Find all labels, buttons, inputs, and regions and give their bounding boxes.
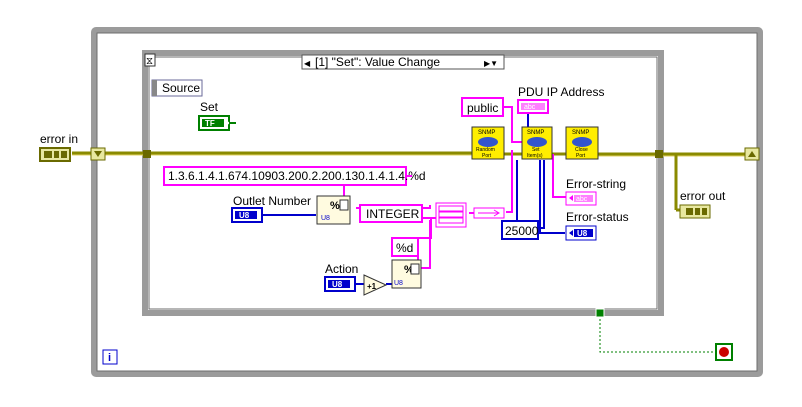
oid-format-constant[interactable]: 1.3.6.1.4.1.674.10903.200.2.200.130.1.4.… xyxy=(163,166,426,186)
action-label: Action xyxy=(325,262,358,276)
community-text: public xyxy=(467,101,498,115)
timeout-text: 25000 xyxy=(505,224,539,238)
set-boolean-terminal[interactable]: TF xyxy=(198,115,230,131)
format-2-percent: % xyxy=(404,264,414,276)
error-out-indicator[interactable]: error out xyxy=(679,189,726,219)
integer-text: INTEGER xyxy=(366,207,420,221)
percent-d-text: %d xyxy=(396,241,413,255)
error-string-abc-text: abc xyxy=(576,196,588,203)
event-tunnel-left[interactable] xyxy=(143,150,151,158)
outlet-number-terminal[interactable]: U8 xyxy=(231,207,263,223)
error-status-label: Error-status xyxy=(566,210,629,224)
bundle-node[interactable] xyxy=(435,202,467,228)
shift-register-left[interactable] xyxy=(90,147,106,161)
action-terminal[interactable]: U8 xyxy=(324,276,356,292)
while-loop-frame[interactable] xyxy=(91,27,763,377)
increment-node[interactable]: +1 xyxy=(363,274,388,296)
set-items-line-3: Item(s) xyxy=(527,153,543,159)
info-icon: i xyxy=(108,352,111,364)
error-status-u8-text: U8 xyxy=(577,229,588,238)
error-status-indicator[interactable]: U8 xyxy=(565,225,597,241)
increment-text: +1 xyxy=(367,282,377,291)
action-u8-text: U8 xyxy=(332,280,343,289)
error-cluster-wire xyxy=(72,151,745,212)
shift-register-right[interactable] xyxy=(744,147,760,161)
community-constant[interactable]: public xyxy=(461,97,504,117)
set-items-line-2: Set xyxy=(532,147,540,153)
event-data-source-label: Source xyxy=(162,81,200,95)
event-selector-right-arrow[interactable]: ▶▼ xyxy=(484,59,498,68)
close-port-line-3: Port xyxy=(576,153,586,159)
timeout-glyph[interactable]: ⧖ xyxy=(144,53,156,67)
set-label: Set xyxy=(200,100,219,114)
error-in-label: error in xyxy=(40,132,78,146)
oid-format-text: 1.3.6.1.4.1.674.10903.200.2.200.130.1.4.… xyxy=(168,169,426,183)
build-array-node[interactable] xyxy=(473,207,505,219)
iteration-terminal[interactable]: i xyxy=(102,349,118,365)
event-selector-label: [1] "Set": Value Change xyxy=(315,55,440,69)
snmp-set-items-subvi[interactable]: SNMP Set Item(s) xyxy=(521,126,553,160)
timeout-constant[interactable]: 25000 xyxy=(501,220,539,240)
error-out-label: error out xyxy=(680,189,726,203)
format-1-u8-tag: U8 xyxy=(321,215,330,222)
event-selector-left-arrow[interactable]: ◀ xyxy=(304,59,311,68)
format-into-string-node-2[interactable]: % U8 xyxy=(391,259,422,289)
stop-condition-terminal[interactable] xyxy=(715,343,733,361)
error-string-label: Error-string xyxy=(566,177,626,191)
set-items-line-1: SNMP xyxy=(527,130,544,136)
percent-d-constant[interactable]: %d xyxy=(391,237,419,257)
set-terminal-text: TF xyxy=(205,119,215,128)
pdu-ip-address-label: PDU IP Address xyxy=(518,85,604,99)
close-port-line-2: Close xyxy=(575,147,588,153)
snmp-open-port-subvi[interactable]: SNMP Random Port xyxy=(471,126,505,160)
error-in-control[interactable]: error in xyxy=(39,132,78,162)
snmp-close-port-subvi[interactable]: SNMP Close Port xyxy=(565,126,599,160)
open-port-line-1: SNMP xyxy=(478,130,495,136)
close-port-line-1: SNMP xyxy=(572,130,589,136)
integer-type-constant[interactable]: INTEGER xyxy=(359,204,423,223)
format-into-string-node-1[interactable]: % U8 xyxy=(316,195,351,225)
format-1-percent: % xyxy=(330,200,340,212)
format-2-u8-tag: U8 xyxy=(394,280,403,287)
event-tunnel-right[interactable] xyxy=(655,150,663,158)
numeric-wires xyxy=(262,114,565,285)
stop-wire xyxy=(599,315,716,353)
open-port-line-3: Port xyxy=(482,153,492,159)
open-port-line-2: Random xyxy=(476,147,495,153)
event-selector[interactable]: ◀ [1] "Set": Value Change ▶▼ xyxy=(301,54,505,70)
error-string-indicator[interactable]: abc xyxy=(565,191,597,206)
pdu-ip-abc-text: abc xyxy=(524,104,536,111)
outlet-number-label: Outlet Number xyxy=(233,194,311,208)
stop-tunnel[interactable] xyxy=(595,308,605,318)
pdu-ip-address-terminal[interactable]: abc xyxy=(517,99,549,114)
event-data-node[interactable]: Source xyxy=(151,79,203,97)
hourglass-icon: ⧖ xyxy=(146,56,153,67)
outlet-u8-text: U8 xyxy=(239,211,250,220)
